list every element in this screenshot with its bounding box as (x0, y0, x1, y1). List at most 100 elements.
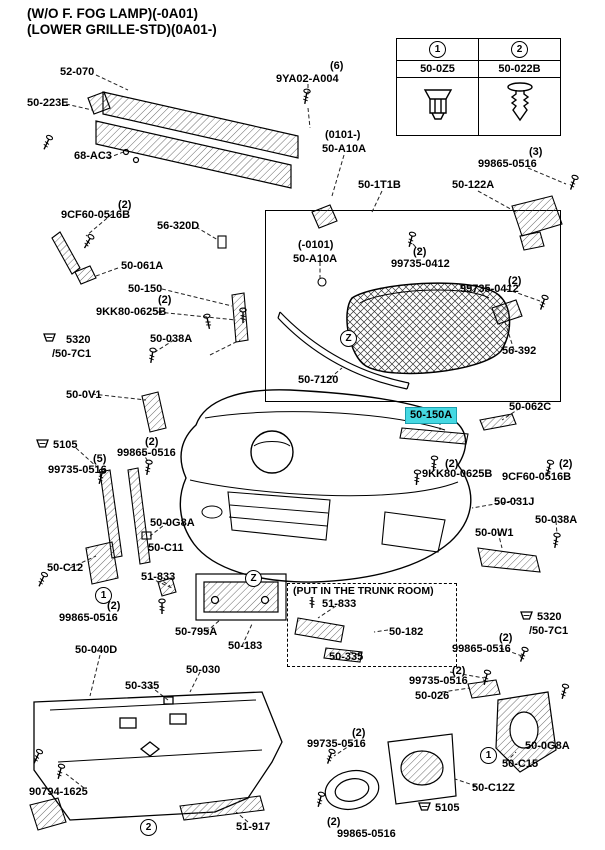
part-label: (2) (508, 275, 522, 287)
part-label: 50-150 (128, 283, 163, 295)
part-label: 5320 (66, 334, 91, 346)
screw-icon (323, 747, 337, 766)
part-label: (2) (158, 294, 172, 306)
screw-icon (314, 790, 326, 809)
trunk-room-note: (PUT IN THE TRUNK ROOM) (291, 585, 436, 597)
fastener-col1-image (396, 77, 479, 136)
screw-icon (81, 232, 96, 251)
callout-circle-1: 1 (480, 747, 497, 764)
part-label: (3) (529, 146, 543, 158)
part-label: 50-0G8A (150, 517, 195, 529)
screw-icon (300, 87, 312, 106)
part-label: 50-030 (186, 664, 221, 676)
under-cover-tray (29, 691, 283, 831)
part-label: (2) (499, 632, 513, 644)
push-rivet-icon (506, 82, 533, 122)
screw-icon (146, 346, 158, 365)
callout-circle-2: 2 (140, 819, 157, 836)
trunk-room-parts (294, 617, 363, 663)
part-label: 50-A10A (293, 253, 338, 265)
part-label: (2) (452, 665, 466, 677)
part-label: 51-833 (322, 598, 357, 610)
diagram-title-line1: (W/O F. FOG LAMP)(-0A01) (27, 6, 198, 21)
part-label: (0101-) (325, 129, 361, 141)
callout-circle-1: 1 (95, 587, 112, 604)
part-label: (2) (118, 199, 132, 211)
part-label: 50-335 (329, 651, 364, 663)
part-label: 50-223E (27, 97, 69, 109)
grille-detail-box (265, 210, 561, 402)
part-label: 99865-0516 (478, 158, 537, 170)
part-label: 50-335 (125, 680, 160, 692)
fastener-col2-header: 2 (478, 38, 561, 61)
part-label: 50-026 (415, 690, 450, 702)
part-label: 90794-1625 (29, 786, 88, 798)
part-label: 50-0V1 (66, 389, 102, 401)
part-label: 9CF60-0516B (61, 209, 131, 221)
callout-1-icon: 1 (429, 41, 446, 58)
part-label: 5105 (53, 439, 78, 451)
part-label: 99735-0412 (391, 258, 450, 270)
clip-icon (418, 802, 431, 811)
part-label: 50-031J (494, 496, 535, 508)
fastener-table: 1 2 50-0Z5 50-022B (396, 38, 561, 136)
part-label: 99735-0412 (460, 283, 519, 295)
part-label: (2) (559, 458, 573, 470)
part-label: 9CF60-0516B (502, 471, 572, 483)
part-label: /50-7C1 (529, 625, 569, 637)
part-label: 99865-0516 (117, 447, 176, 459)
screw-icon (412, 469, 422, 486)
part-label: 56-392 (502, 345, 537, 357)
fastener-col2-part: 50-022B (478, 60, 561, 78)
right-brackets (399, 413, 541, 699)
part-label: 50-062C (509, 401, 552, 413)
part-label: 51-917 (236, 821, 271, 833)
part-label: 51-833 (141, 571, 176, 583)
part-label: (5) (93, 453, 107, 465)
bumper-outline (179, 389, 472, 583)
part-label: 50-1T1B (358, 179, 401, 191)
part-label: 99735-0516 (48, 464, 107, 476)
part-label: (2) (413, 246, 427, 258)
part-label: 99735-0516 (409, 675, 468, 687)
part-label: 50-183 (228, 640, 263, 652)
part-label: (2) (327, 816, 341, 828)
screw-icon (550, 531, 562, 550)
screw-icon (558, 682, 570, 701)
left-brackets (51, 231, 249, 585)
part-label: 50-A10A (322, 143, 367, 155)
part-label: 50-038A (150, 333, 193, 345)
fog-lamp-area (324, 691, 557, 811)
screw-icon (202, 312, 214, 331)
part-label: 50-038A (535, 514, 578, 526)
clip-icon (36, 439, 49, 448)
part-label: 50-C12Z (472, 782, 515, 794)
screw-icon (566, 173, 580, 192)
part-label: 9KK80-0625B (96, 306, 167, 318)
part-label: (2) (145, 436, 159, 448)
part-label: 50-061A (121, 260, 164, 272)
part-label: 68-AC3 (74, 150, 112, 162)
part-label: (2) (445, 458, 459, 470)
part-label: 50-122A (452, 179, 495, 191)
part-label: 50-0G8A (525, 740, 570, 752)
screw-icons (30, 87, 580, 809)
part-label: 50-7120 (298, 374, 339, 386)
screw-icon (536, 293, 550, 312)
fastener-col2-image (478, 77, 561, 136)
part-label: 56-320D (157, 220, 200, 232)
license-plate-bracket (157, 573, 287, 621)
part-label: 99735-0516 (307, 738, 366, 750)
diagram-title-line2: (LOWER GRILLE-STD)(0A01-) (27, 22, 217, 37)
screw-icon (142, 458, 154, 477)
selected-part-label[interactable]: 50-150A (405, 407, 458, 424)
part-label: (6) (330, 60, 344, 72)
part-label: 50-0W1 (475, 527, 514, 539)
fastener-col1-part: 50-0Z5 (396, 60, 479, 78)
grille-mesh (346, 282, 511, 375)
part-label: 9KK80-0625B (422, 468, 493, 480)
grommet-icon (423, 89, 452, 120)
part-label: (2) (352, 727, 366, 739)
screw-icon (40, 133, 54, 152)
